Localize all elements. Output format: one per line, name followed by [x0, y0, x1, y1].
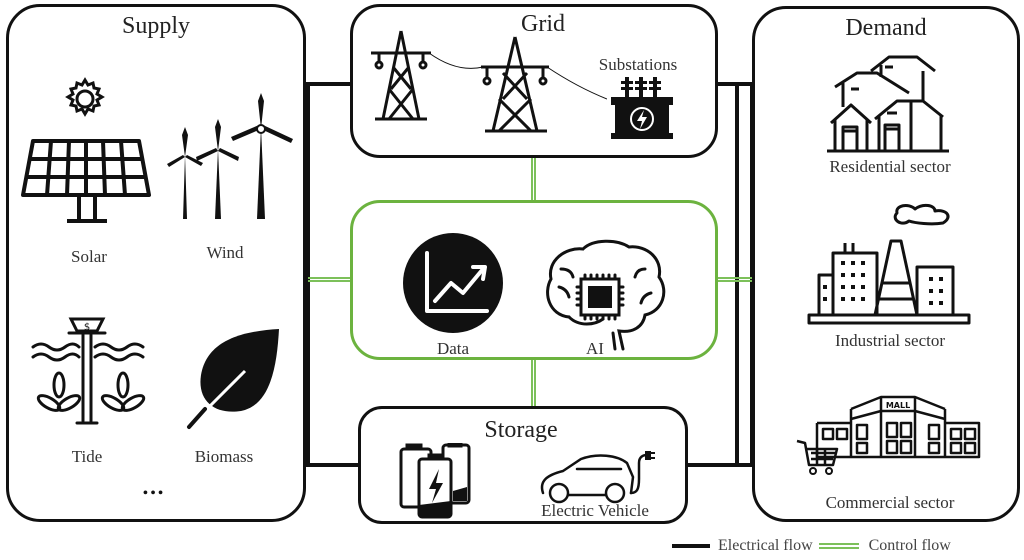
electrical-wire-right-vertical-a: [735, 82, 739, 466]
svg-text:$: $: [84, 322, 90, 333]
battery-icon: [399, 443, 471, 519]
electrical-flow-label: Electrical flow: [718, 537, 813, 554]
electric-vehicle-label: Electric Vehicle: [541, 501, 649, 520]
electrical-wire-left-vertical: [306, 82, 310, 466]
electrical-flow-swatch: [672, 544, 710, 548]
storage-title: Storage: [484, 417, 558, 443]
biomass-label: Biomass: [194, 447, 254, 466]
grid-title: Grid: [521, 11, 565, 37]
solar-panel-icon: [21, 139, 151, 223]
chart-trend-icon: [403, 233, 503, 333]
supply-panel: Supply: [6, 4, 306, 522]
control-flow-swatch: [818, 543, 859, 549]
electrical-wire-grid-demand: [714, 82, 756, 86]
control-wire-grid-center: [531, 156, 536, 202]
ai-label: AI: [586, 339, 604, 358]
transformer-icon: [611, 77, 673, 139]
data-ai-panel: Data AI: [350, 200, 718, 360]
brain-chip-icon: [546, 239, 666, 351]
demand-panel: Demand Residential sector: [752, 6, 1020, 522]
control-wire-center-demand: [716, 277, 754, 282]
electrical-wire-storage-demand: [686, 463, 756, 467]
mall-icon: MALL: [796, 395, 981, 475]
data-label: Data: [436, 339, 470, 358]
electrical-wire-supply-grid: [306, 82, 352, 86]
storage-panel: Storage: [358, 406, 688, 524]
demand-title: Demand: [845, 15, 927, 41]
substations-label: Substations: [598, 55, 678, 74]
control-flow-label: Control flow: [868, 537, 951, 554]
sun-icon: [65, 77, 105, 117]
grid-panel: Grid Substations: [350, 4, 718, 158]
electric-car-icon: [540, 451, 655, 504]
mall-sign-text: MALL: [886, 401, 910, 410]
wind-turbine-icon: [167, 93, 293, 219]
tide-label: Tide: [71, 447, 103, 466]
electrical-wire-supply-storage: [306, 463, 362, 467]
commercial-label: Commercial sector: [825, 493, 955, 512]
legend: Electrical flow Control flow: [672, 536, 951, 556]
control-wire-supply-center: [308, 277, 352, 282]
transmission-tower-icon: [371, 30, 607, 133]
control-wire-center-storage: [531, 358, 536, 408]
industrial-label: Industrial sector: [835, 331, 945, 350]
wind-label: Wind: [206, 243, 244, 262]
supply-title: Supply: [121, 13, 190, 39]
tidal-turbine-icon: $: [31, 317, 146, 425]
solar-label: Solar: [71, 247, 107, 266]
houses-icon: [827, 55, 949, 153]
factory-icon: [807, 203, 971, 325]
leaf-icon: [187, 329, 279, 429]
more-items-ellipsis: •••: [142, 485, 166, 502]
residential-label: Residential sector: [829, 157, 951, 176]
